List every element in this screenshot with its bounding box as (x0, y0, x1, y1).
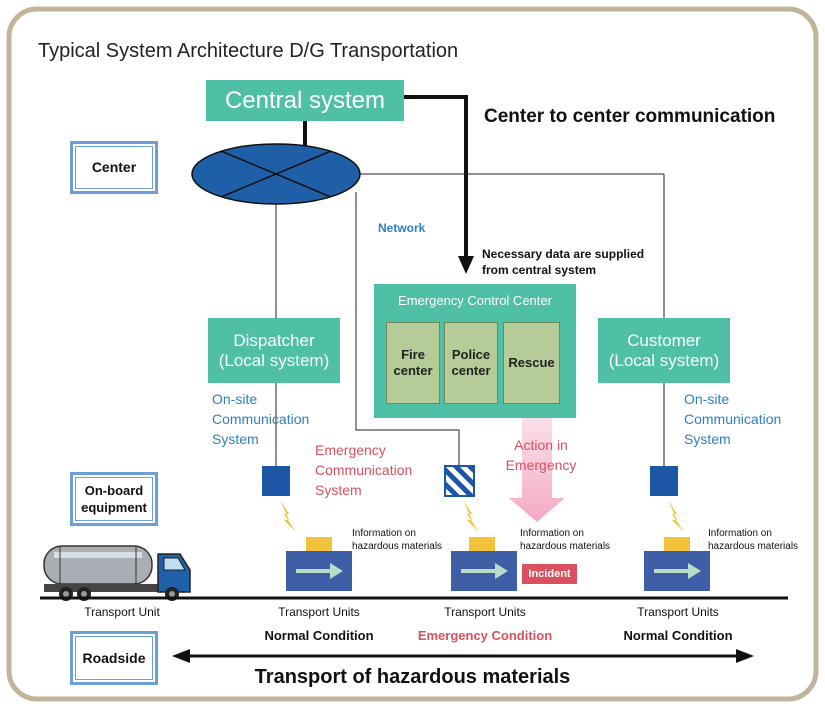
police-center-label: Police center (451, 347, 491, 378)
transport-double-arrow (172, 649, 754, 663)
transport-unit-3 (644, 537, 710, 591)
rescue-label: Rescue (508, 355, 555, 370)
dispatcher-box: Dispatcher (Local system) (208, 318, 340, 383)
police-center-box: Police center (444, 322, 498, 404)
center-label: Center (91, 159, 137, 175)
onsite-comm-label-left: On-site Communication System (212, 391, 310, 447)
info-hazardous-2: Information on hazardous materials (520, 528, 611, 552)
customer-label: Customer (Local system) (608, 330, 720, 370)
info-hazardous-1: Information on hazardous materials (352, 528, 443, 552)
tanker-truck-icon (43, 545, 191, 601)
emergency-condition-label: Emergency Condition (417, 628, 553, 643)
dispatcher-label: Dispatcher (Local system) (218, 330, 330, 370)
roadside-label-box: Roadside (70, 631, 158, 685)
onboard-label: On-board equipment (81, 483, 147, 515)
incident-badge: Incident (522, 564, 577, 584)
onsite-comm-label-right: On-site Communication System (684, 391, 782, 447)
center-to-center-arrow (404, 95, 468, 258)
transport-units-label-2: Transport Units (444, 605, 526, 619)
central-system-box: Central system (206, 80, 404, 121)
onboard-square-3 (650, 466, 678, 496)
lightning-icon-2 (463, 500, 479, 532)
normal-condition-label-1: Normal Condition (264, 628, 374, 643)
fire-center-box: Fire center (386, 322, 440, 404)
fire-center-label: Fire center (393, 347, 433, 378)
lightning-icon-1 (280, 500, 296, 532)
transport-unit-2 (451, 537, 517, 591)
info-hazardous-3: Information on hazardous materials (708, 528, 799, 552)
ecc-title: Emergency Control Center (398, 293, 552, 308)
necessary-data-label: Necessary data are supplied from central… (482, 247, 645, 277)
transport-hazardous-title: Transport of hazardous materials (254, 666, 571, 688)
central-system-label: Central system (224, 86, 386, 114)
action-in-emergency-label: Action in Emergency (505, 437, 577, 473)
action-pink-arrow (509, 418, 565, 522)
normal-condition-label-2: Normal Condition (623, 628, 733, 643)
rescue-box: Rescue (503, 322, 560, 404)
network-ellipse (191, 143, 361, 205)
network-to-onboard-line (355, 192, 460, 466)
center-to-center-label: Center to center communication (484, 106, 776, 127)
onboard-square-1 (262, 466, 290, 496)
center-label-box: Center (70, 141, 158, 194)
emergency-comm-label: Emergency Communication System (315, 442, 413, 498)
transport-units-label-3: Transport Units (637, 605, 719, 619)
transport-units-label-1: Transport Units (278, 605, 360, 619)
customer-box: Customer (Local system) (598, 318, 730, 383)
transport-unit-label: Transport Unit (84, 605, 160, 619)
transport-unit-1 (286, 537, 352, 591)
onboard-square-2 (444, 465, 475, 497)
diagram-title: Typical System Architecture D/G Transpor… (38, 40, 459, 62)
lightning-icon-3 (668, 500, 684, 532)
roadside-label: Roadside (82, 649, 146, 666)
onboard-label-box: On-board equipment (70, 472, 158, 526)
network-label: Network (378, 221, 426, 235)
